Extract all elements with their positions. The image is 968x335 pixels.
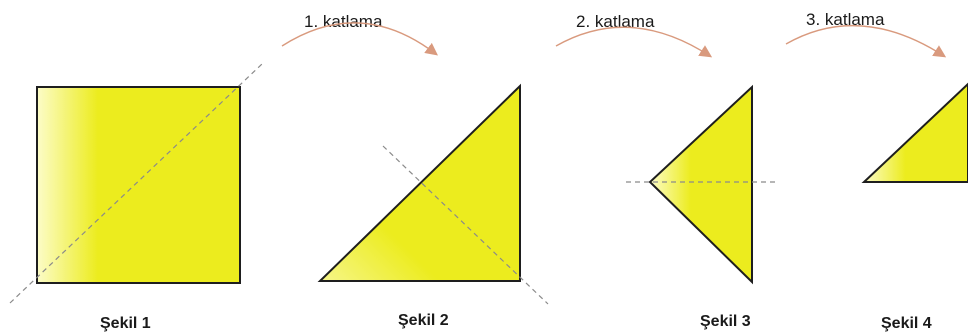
step-label-3: 3. katlama (806, 10, 885, 29)
figure-3-triangle (626, 84, 778, 285)
figure-label-4: Şekil 4 (881, 315, 932, 332)
figure-1-diagonal-fold-line (9, 63, 263, 304)
figure-2-triangle (317, 83, 549, 305)
figure-label-1: Şekil 1 (100, 315, 151, 332)
fold-arrow-2 (555, 26, 713, 58)
figure-label-3: Şekil 3 (700, 313, 751, 330)
fold-arrow-3 (785, 24, 947, 58)
figure-4-triangle (861, 82, 968, 183)
step-label-2: 2. katlama (576, 12, 655, 31)
figure-label-2: Şekil 2 (398, 312, 449, 329)
step-label-1: 1. katlama (304, 12, 383, 31)
fold-arrow-1 (281, 22, 439, 56)
figure-2-fold-line (382, 145, 549, 305)
figure-1-square (9, 63, 263, 304)
